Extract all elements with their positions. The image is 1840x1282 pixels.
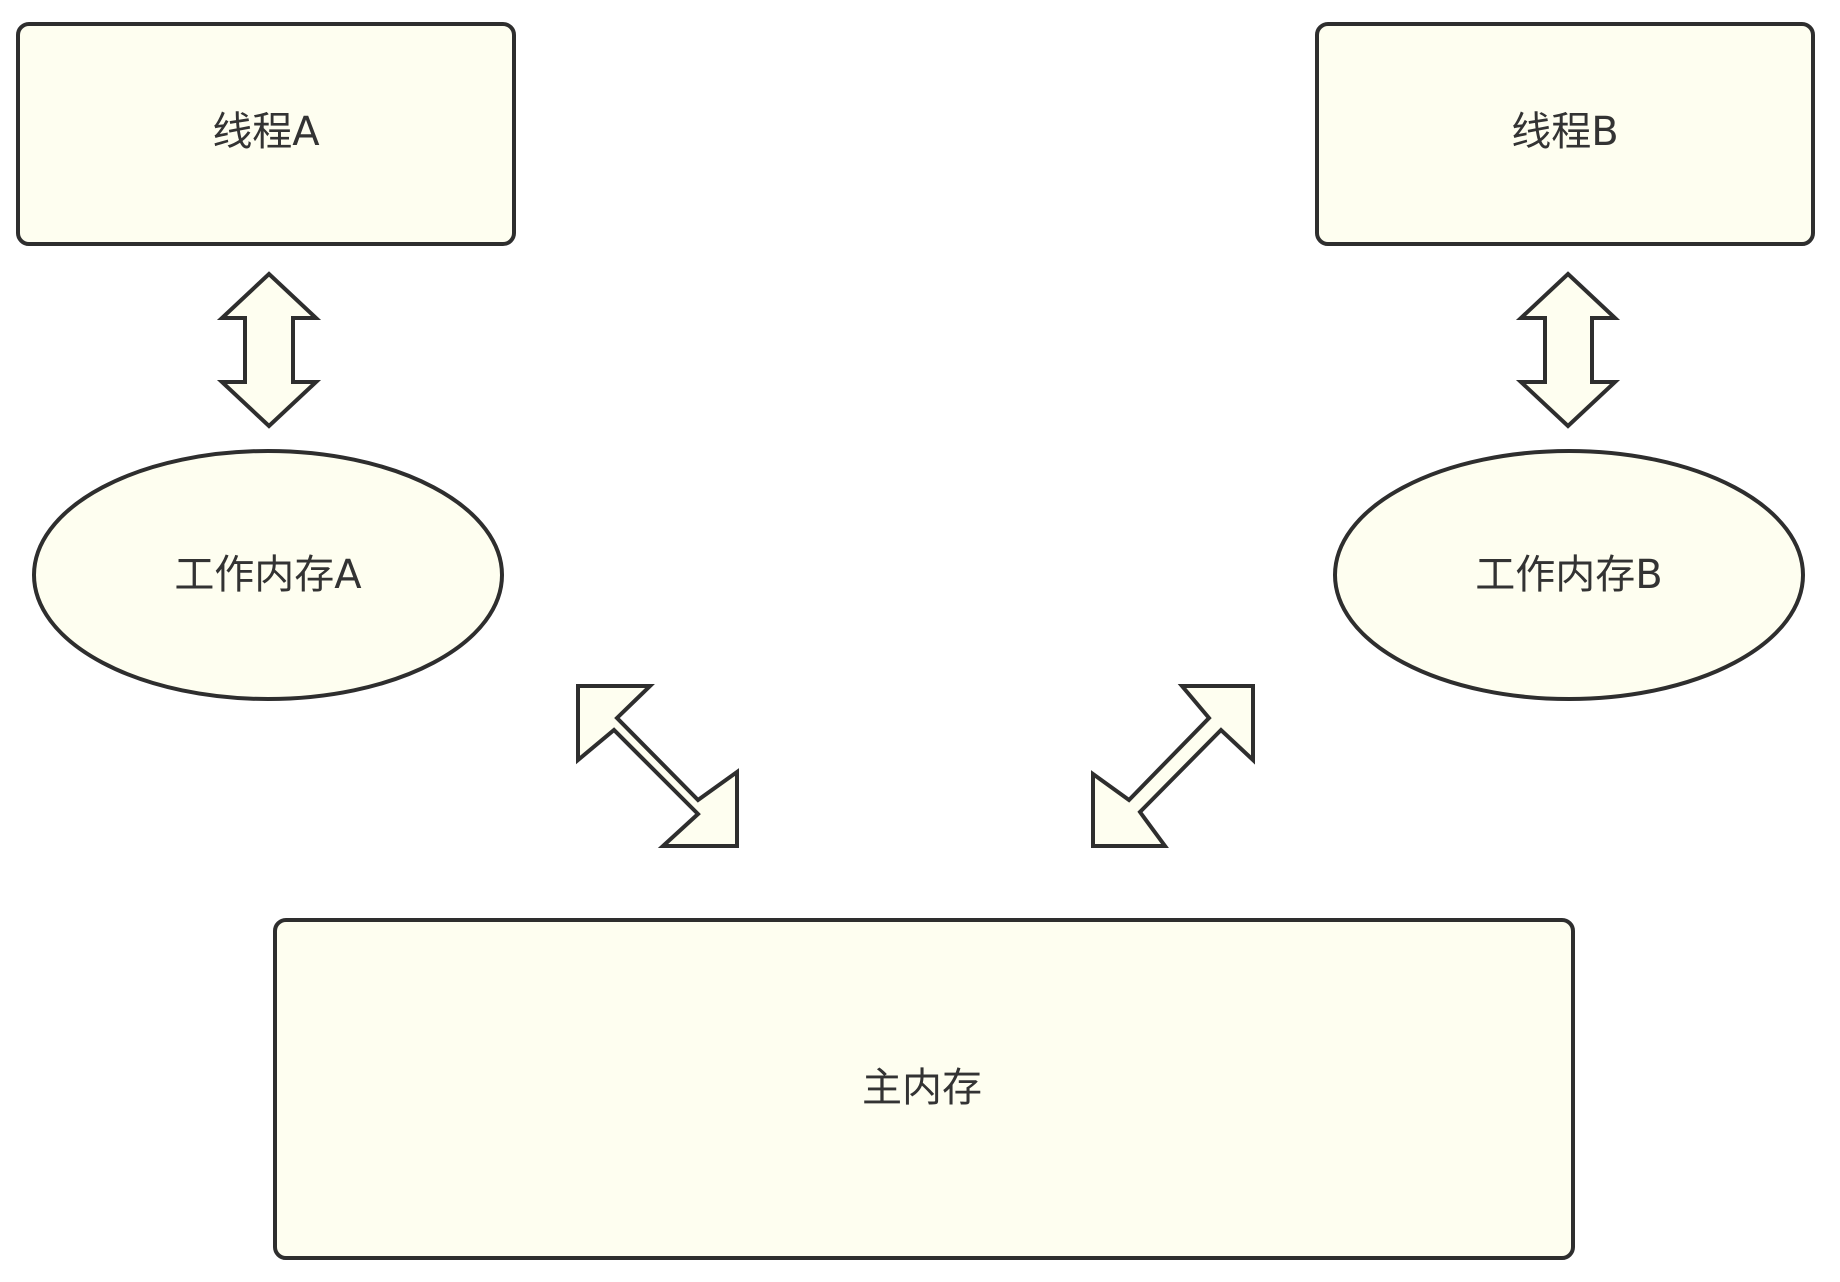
thread-a-label: 线程A [212, 109, 320, 155]
work-mem-b-node[interactable]: 工作内存B [1333, 449, 1805, 701]
main-mem-box [273, 918, 1575, 1260]
main-mem-node[interactable]: 主内存 [273, 918, 1575, 1260]
work-mem-b-to-main-mem-arrow [1091, 684, 1255, 848]
thread-a-to-work-mem-a-arrow [216, 271, 322, 429]
work-mem-a-label: 工作内存A [174, 552, 362, 598]
thread-a-box [16, 22, 516, 246]
thread-b-node[interactable]: 线程B [1315, 22, 1815, 246]
work-mem-a-to-main-mem-arrow [576, 684, 739, 848]
thread-a-node[interactable]: 线程A [16, 22, 516, 246]
work-mem-a-node[interactable]: 工作内存A [32, 449, 504, 701]
work-mem-a-ellipse [32, 449, 504, 701]
work-mem-b-label: 工作内存B [1475, 552, 1662, 598]
thread-b-box [1315, 22, 1815, 246]
work-mem-b-ellipse [1333, 449, 1805, 701]
main-mem-label: 主内存 [862, 1065, 982, 1111]
thread-b-to-work-mem-b-arrow [1515, 271, 1621, 429]
thread-b-label: 线程B [1511, 109, 1618, 155]
